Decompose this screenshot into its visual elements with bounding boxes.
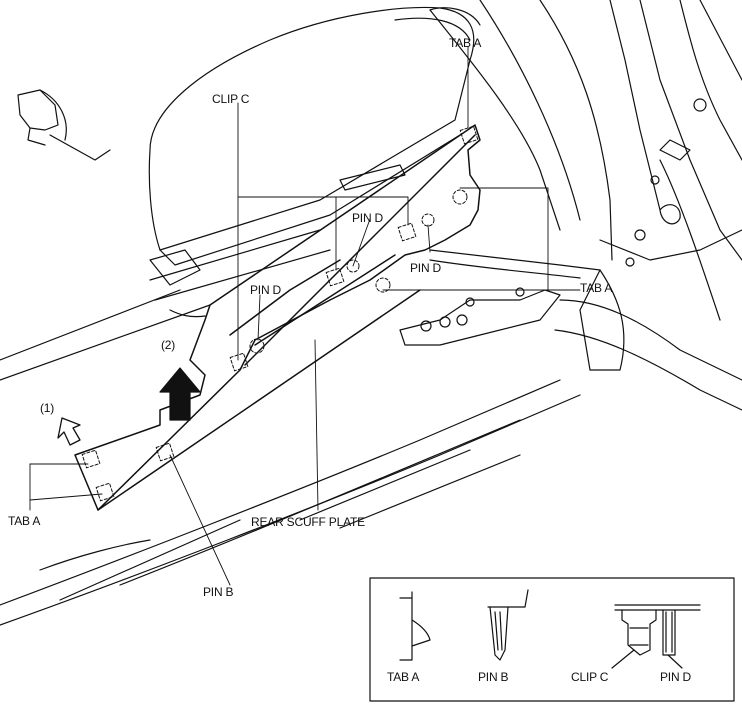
pin-b-label: PIN B xyxy=(203,585,234,599)
legend-pin-b-label: PIN B xyxy=(478,670,509,684)
tab-a-label-left: TAB A xyxy=(8,514,41,528)
legend-clip-c-label: CLIP C xyxy=(571,670,609,684)
legend-pin-d-label: PIN D xyxy=(660,670,692,684)
arrow-2-icon xyxy=(159,367,201,421)
arrow-1-icon xyxy=(57,417,81,446)
pin-d-label-right: PIN D xyxy=(410,261,442,275)
rear-scuff-plate xyxy=(74,124,481,511)
seat-adjuster-handle xyxy=(17,89,111,161)
pin-d-label-left: PIN D xyxy=(250,283,282,297)
pin-d-label-upper: PIN D xyxy=(352,211,384,225)
legend-box xyxy=(369,577,735,702)
seat-outline xyxy=(148,6,481,318)
legend-tab-a-label: TAB A xyxy=(387,670,420,684)
seat-rail-bracket xyxy=(399,249,601,346)
floor-lines xyxy=(0,289,581,626)
tab-a-label-right: TAB A xyxy=(580,281,613,295)
leader-lines xyxy=(29,46,581,586)
step-1-label: (1) xyxy=(40,401,55,415)
tab-a-label-top: TAB A xyxy=(449,36,482,50)
step-2-label: (2) xyxy=(161,338,176,352)
clip-c-label: CLIP C xyxy=(212,92,250,106)
rear-scuff-plate-label: REAR SCUFF PLATE xyxy=(251,515,365,529)
body-side-structure xyxy=(429,0,742,411)
fastener-positions xyxy=(81,125,479,502)
